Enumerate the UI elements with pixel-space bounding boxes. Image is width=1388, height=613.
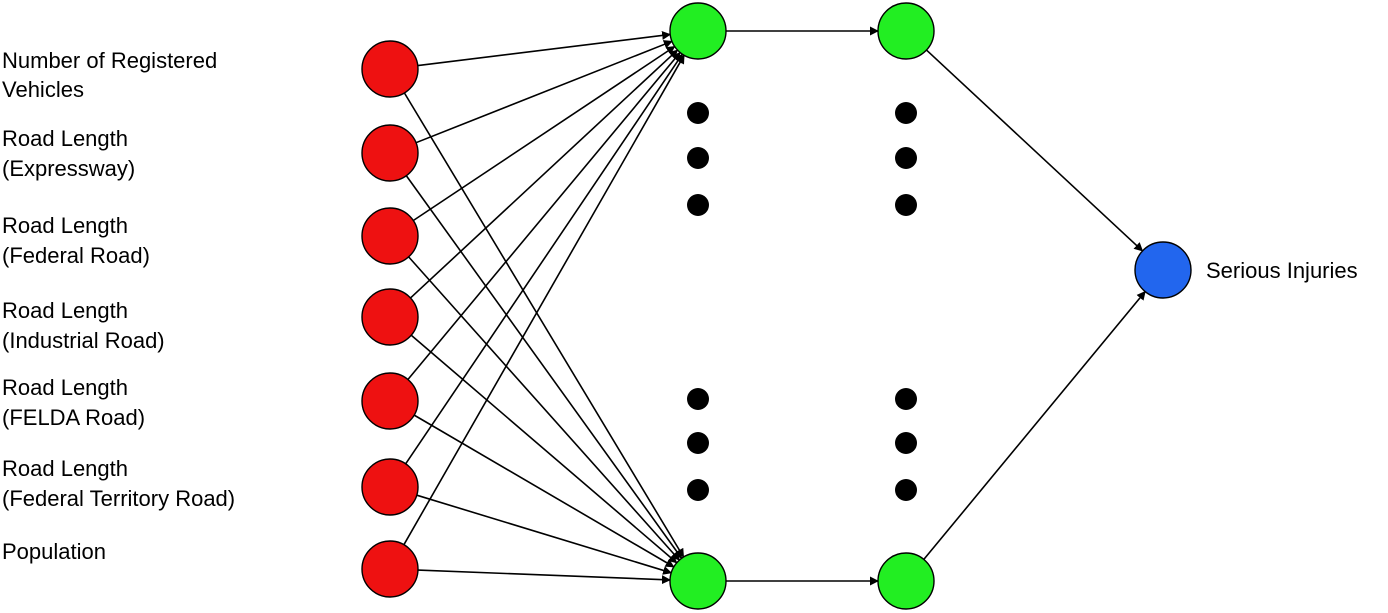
input-to-hidden-edge <box>405 53 683 465</box>
input-to-hidden-edge <box>417 569 671 585</box>
input-label-line1: Road Length <box>2 213 128 238</box>
input-label-line1: Road Length <box>2 375 128 400</box>
ellipsis-dot <box>895 147 917 169</box>
ellipsis-dot <box>895 479 917 501</box>
input-node <box>361 288 419 346</box>
input-label-line1: Population <box>2 539 106 564</box>
ellipsis-dot <box>687 388 709 410</box>
hidden-layer-2-node <box>877 552 935 610</box>
input-label-line1: Number of Registered <box>2 48 217 73</box>
input-node <box>361 40 419 98</box>
ellipsis-dot <box>895 432 917 454</box>
input-label-line2: Vehicles <box>2 77 84 102</box>
ellipsis-dot <box>687 432 709 454</box>
input-node <box>361 540 419 598</box>
input-label-line2: (Federal Road) <box>2 243 150 268</box>
hidden-layer-2-node <box>877 2 935 60</box>
input-to-hidden-edge <box>408 256 680 561</box>
hidden-to-output-edge <box>923 290 1146 560</box>
input-label-line2: (FELDA Road) <box>2 405 145 430</box>
input-label-line1: Road Length <box>2 126 128 151</box>
ellipsis-dot <box>687 147 709 169</box>
connections <box>403 26 1146 586</box>
ellipsis-dot <box>687 194 709 216</box>
input-to-hidden-edge <box>416 494 673 575</box>
input-label-line1: Road Length <box>2 456 128 481</box>
hidden-layer-1-node <box>669 552 727 610</box>
input-to-hidden-edge <box>415 40 673 144</box>
input-to-hidden-edge <box>403 54 685 546</box>
input-node <box>361 207 419 265</box>
input-labels: Number of Registered Vehicles Road Lengt… <box>2 48 235 564</box>
output-node <box>1134 241 1192 299</box>
input-node <box>361 124 419 182</box>
input-to-hidden-edge <box>403 92 685 558</box>
input-label-line2: (Industrial Road) <box>2 328 165 353</box>
output-label: Serious Injuries <box>1206 258 1358 283</box>
input-to-hidden-edge <box>413 414 675 568</box>
ellipsis-dot <box>895 194 917 216</box>
input-node <box>361 372 419 430</box>
input-to-hidden-edge <box>407 51 681 380</box>
input-label-line2: (Expressway) <box>2 156 135 181</box>
hidden-to-output-edge <box>925 49 1144 252</box>
input-to-hidden-edge <box>409 49 679 299</box>
input-label-line2: (Federal Territory Road) <box>2 486 235 511</box>
ellipsis-dots <box>687 102 917 501</box>
input-to-hidden-edge <box>405 175 683 560</box>
nodes <box>361 2 1192 610</box>
input-to-hidden-edge <box>410 334 678 564</box>
input-label-line1: Road Length <box>2 298 128 323</box>
ellipsis-dot <box>895 388 917 410</box>
input-node <box>361 458 419 516</box>
input-to-hidden-edge <box>417 30 672 67</box>
ellipsis-dot <box>687 479 709 501</box>
ellipsis-dot <box>895 102 917 124</box>
hidden-layer-1-node <box>669 2 727 60</box>
ellipsis-dot <box>687 102 709 124</box>
input-to-hidden-edge <box>412 45 676 222</box>
